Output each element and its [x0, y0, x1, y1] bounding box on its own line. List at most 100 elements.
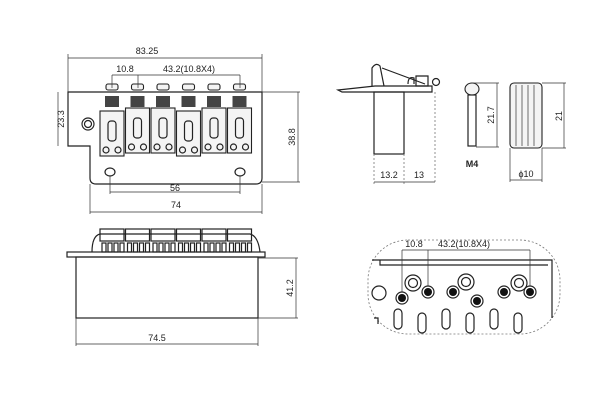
saddle-leg: [170, 242, 176, 253]
dimension-line: [89, 184, 263, 214]
saddle: [201, 107, 227, 154]
dimension-line: [109, 176, 241, 194]
screw-hole-left: [81, 117, 95, 131]
string-hole: [497, 285, 511, 299]
block-slot: [393, 308, 403, 330]
thread-label: M4: [466, 159, 479, 169]
saddle-leg: [126, 242, 133, 253]
saddle-leg: [132, 242, 139, 253]
spring-profile: [407, 75, 429, 87]
saddle-leg: [203, 242, 209, 253]
string-spacing-label: 43.2(10.8X4): [163, 64, 215, 74]
tip-length-label: 21: [554, 111, 564, 121]
saddle-slot: [209, 117, 219, 139]
height-screw: [190, 146, 199, 154]
saddle-slot: [107, 120, 117, 142]
string-hole-dot: [424, 288, 432, 296]
saddle: [175, 110, 202, 157]
saddle-leg: [221, 242, 227, 253]
saddle-leg: [119, 242, 125, 253]
side-plate: [335, 85, 433, 93]
dimension-line: [509, 148, 543, 182]
height-screw: [102, 146, 110, 154]
saddle-leg: [240, 242, 247, 253]
hole-spacing-label: 56: [170, 183, 180, 193]
string-holes: [393, 273, 537, 334]
tremolo-block: [75, 256, 259, 319]
saddle-slot: [234, 117, 245, 139]
saddle: [99, 110, 125, 157]
corner-mark: [374, 317, 379, 324]
saddle-front: [201, 228, 227, 242]
string-hole: [446, 285, 460, 299]
dimension-line: [75, 318, 259, 346]
string-hole-dot: [473, 297, 481, 305]
pin-length-label: 21.7: [486, 106, 496, 124]
block-slot: [489, 308, 499, 330]
saddle-leg: [215, 242, 221, 253]
tip-diameter-label: ϕ10: [518, 169, 533, 179]
screw-hole: [371, 285, 387, 301]
knurled-tip: [509, 82, 543, 149]
dimension-line: [262, 91, 300, 183]
intonation-screw-head: [130, 83, 145, 91]
dimension-line: [258, 257, 298, 319]
ferrule-ring: [510, 274, 528, 292]
height-screw: [165, 143, 173, 151]
dimension-line: [111, 74, 241, 88]
block-profile: [373, 91, 405, 155]
dimension-line: [542, 82, 566, 149]
saddle-leg: [189, 242, 196, 253]
saddle-slot: [158, 117, 168, 139]
height-screw: [229, 143, 238, 151]
saddle-leg: [195, 242, 202, 253]
string-offset-label: 10.8: [116, 64, 134, 74]
base-plate: [67, 91, 263, 185]
saddle-front: [124, 228, 151, 242]
pin-shaft: [467, 94, 477, 147]
string-hole-dot: [526, 288, 534, 296]
bottom-spacing-label: 43.2(10.8X4): [438, 239, 490, 249]
spring: [207, 96, 221, 107]
height-screw: [178, 146, 187, 154]
string-hole-dot: [500, 288, 508, 296]
screw-hole-inner: [83, 119, 93, 129]
saddle-front: [99, 228, 125, 242]
top-view: 83.25 10.8 43.2(10.8X4) 23.3 38.8 56 74: [56, 46, 300, 214]
ferrule-ring: [457, 273, 475, 291]
height-screw: [127, 143, 136, 151]
string-hole-dot: [398, 294, 406, 302]
spring: [232, 96, 247, 107]
saddle-front: [150, 228, 176, 242]
block-height-label: 41.2: [285, 279, 295, 297]
saddle-profile: [371, 63, 426, 87]
intonation-screw-head: [156, 83, 170, 91]
screw-head: [431, 77, 441, 87]
block-slot: [465, 312, 475, 334]
saddle-front: [226, 228, 253, 242]
arm-pin: 21.7 M4: [464, 82, 499, 169]
ferrule-ring-inner: [513, 277, 525, 289]
block-width-label: 74.5: [148, 333, 166, 343]
string-hole: [395, 291, 409, 305]
left-step-label: 23.3: [56, 110, 66, 128]
ferrule-ring-inner: [460, 276, 472, 288]
extension-line: [373, 92, 436, 184]
spring: [156, 96, 170, 107]
detail-outline: [367, 239, 561, 335]
plate-depth-label: 38.8: [287, 128, 297, 146]
arm-tip: 21 ϕ10: [509, 82, 566, 182]
saddle: [150, 107, 176, 154]
base-plate-edge: [66, 251, 266, 258]
height-screw: [216, 143, 224, 151]
height-screw: [241, 143, 250, 151]
bottom-view: 10.8 43.2(10.8X4): [367, 239, 561, 335]
height-screw: [153, 143, 161, 151]
intonation-screw-head: [232, 83, 247, 91]
dimension-line: [401, 249, 531, 292]
spring: [105, 96, 119, 107]
saddle-leg: [101, 242, 107, 253]
saddle-leg: [152, 242, 158, 253]
saddle-leg: [228, 242, 235, 253]
